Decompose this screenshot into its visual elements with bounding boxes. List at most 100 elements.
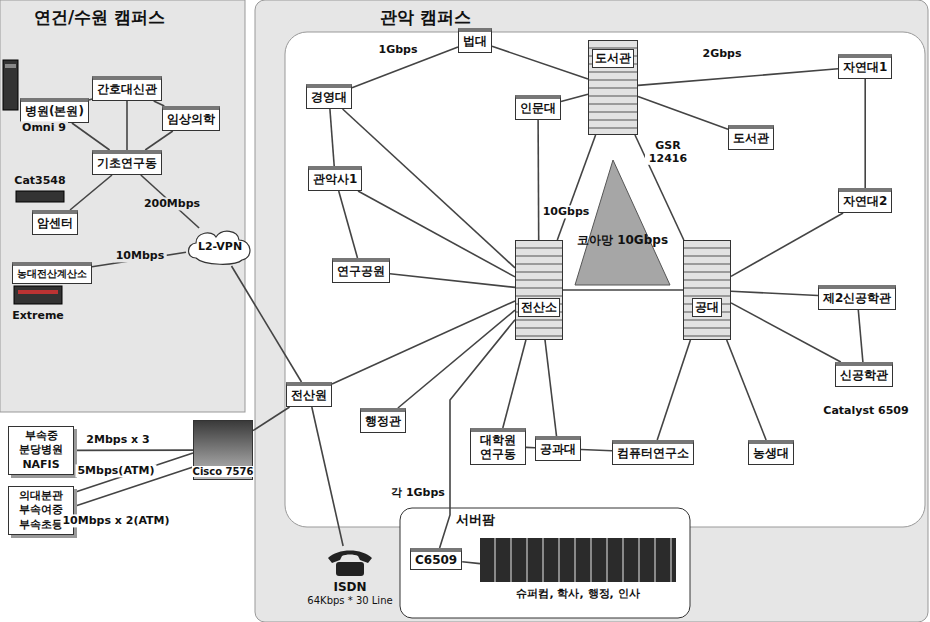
network-node: 신공학관 [835,362,893,387]
network-node: 자연대2 [838,188,892,213]
network-node: C6509 [410,548,462,570]
bandwidth-label: 각 1Gbps [389,486,447,499]
node-label: 간호대신관 [97,81,157,98]
node-label: 신공학관 [840,367,888,384]
link-line [74,449,193,451]
network-node: 농대전산계산소 [12,262,92,284]
node-label: 연건/수원 캠퍼스 [34,6,245,29]
node-label: 부속중 [11,429,71,443]
network-node: 연구공원 [332,258,390,283]
telephone-icon [298,546,402,578]
node-label: 법대 [463,33,487,50]
bandwidth-label: 10Mbps x 2(ATM) [60,514,171,527]
network-node: 제2신공학관 [818,285,896,310]
network-node: 행정관 [360,408,406,433]
node-label: 자연대1 [843,59,887,76]
link-line [232,266,302,382]
link-line [731,303,841,362]
link-line [503,340,526,428]
omni-device-slot [5,64,16,68]
node-label: 농생대 [753,445,789,462]
node-label: 자연대2 [843,193,887,210]
node-label: 의대분관 [11,489,71,503]
node-label: 연구공원 [337,263,385,280]
link-line [727,340,766,440]
link-line [352,47,458,88]
bandwidth-label: 1Gbps [377,43,420,56]
device-label: Catalyst 6509 [821,404,910,417]
network-node: 간호대신관 [92,76,162,101]
node-label: 서버팜 [456,511,690,529]
node-label: 경영대 [311,89,347,106]
node-label: 분당병원 [11,443,71,457]
device-label: Omni 9 [20,121,68,134]
link-line [330,109,334,166]
node-label: 부속초등 [11,518,71,532]
node-label: 전산원 [291,387,327,404]
link-line [537,120,539,240]
node-label: 64Kbps * 30 Line [298,595,402,608]
right-campus-ground [255,0,928,622]
node-label: 기초연구동 [97,155,157,172]
link-line [74,467,193,507]
node-label: 행정관 [365,413,401,430]
node-label: 슈퍼컴, 학사, 행정, 인사 [480,586,676,601]
network-node: 대학원 연구동 [470,428,526,465]
device-label: Extreme [10,309,66,322]
network-node: 경영대 [306,84,352,109]
link-line [398,310,515,408]
bandwidth-label: 2Mbps x 3 [84,433,151,446]
node-label: 공대 [692,298,722,317]
omni-device-icon [3,60,18,110]
network-node: 기초연구동 [92,150,162,175]
left-campus-ground [0,0,245,412]
link-line [70,175,112,210]
link-line [557,135,595,240]
network-node: 도서관 [728,125,774,150]
link-line [92,252,186,266]
isdn-line: ISDN64Kbps * 30 Line [298,546,402,608]
link-line [858,310,863,362]
node-label: 병원(본원) [25,103,84,120]
link-line [563,289,683,291]
node-label: NAFIS [11,458,71,472]
bandwidth-label: 5Mbps(ATM) [75,464,156,477]
link-line [462,562,480,564]
core-network: 코아망 10Gbps [565,150,680,290]
cat3548-device-icon [16,191,64,202]
link-line [561,94,588,101]
link-line [657,340,690,440]
link-line [126,101,128,150]
link-line [526,447,535,449]
node-label: Cisco 7576 [192,466,255,477]
node-label: 제2신공학관 [823,290,891,307]
node-label: 인문대 [520,100,556,117]
network-node: 전산원 [286,382,332,407]
link-line [864,79,866,188]
vpn-cloud: L2-VPN [186,228,254,266]
link-line [343,109,515,268]
network-node: 농생대 [748,440,794,465]
link-line [492,46,588,79]
network-node: 인문대 [515,95,561,120]
campus-panel: 관악 캠퍼스법대경영대인문대도서관도서관자연대1관악사1연구공원코아망 10Gb… [255,0,928,622]
campus-panel: 연건/수원 캠퍼스병원(본원) 간호대신관임상의학기초연구동암센터농대전산계산소 [0,0,245,412]
link-line [638,69,838,86]
server-farm: 서버팜 C6509 슈퍼컴, 학사, 행정, 인사 [400,508,690,618]
node-label: 공과대 [540,441,576,458]
network-node: 임상의학 [162,106,220,131]
link-line [545,340,557,436]
extreme-device-icon [14,286,62,304]
node-label: 암센터 [37,215,73,232]
network-node: 관악사1 [308,166,362,191]
link-line [72,123,110,150]
node-label: L2-VPN [186,228,254,266]
network-node: 컴퓨터연구소 [612,440,694,465]
device-label: Cat3548 [12,174,67,187]
link-line [339,191,358,258]
node-label: 코아망 10Gbps [565,234,680,248]
node-label: 도서관 [592,49,634,68]
server-farm-outline [400,508,690,618]
node-label: 임상의학 [167,111,215,128]
